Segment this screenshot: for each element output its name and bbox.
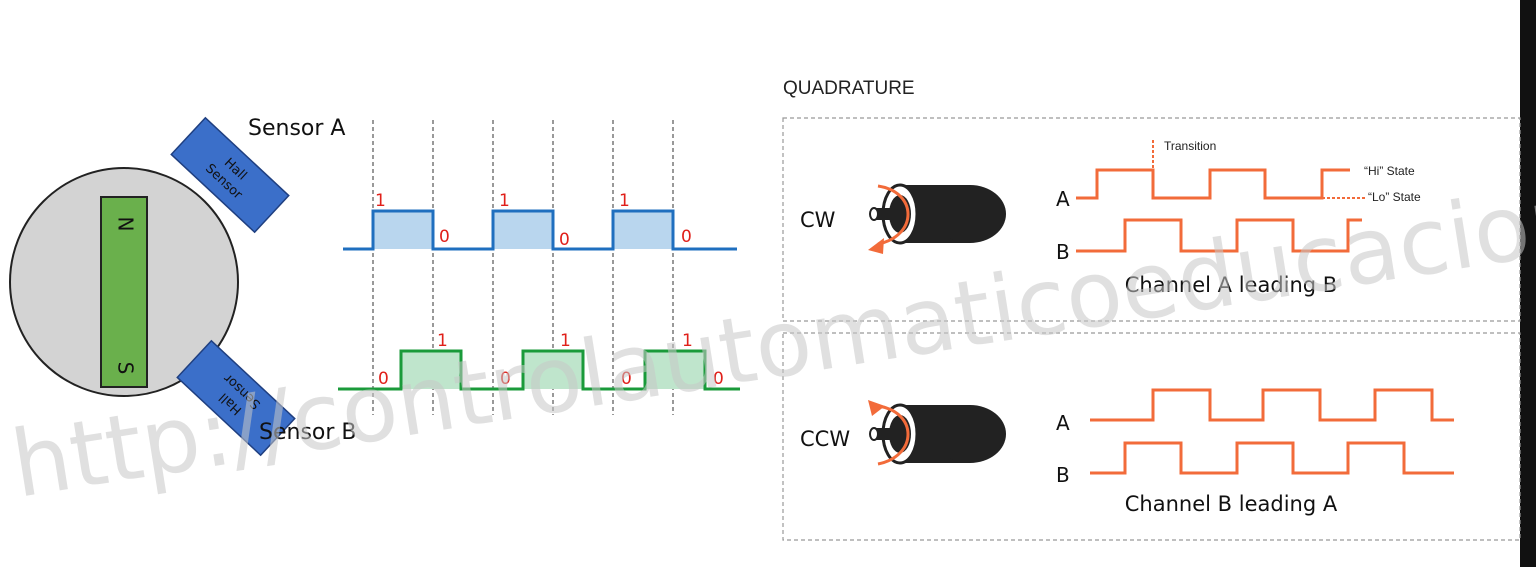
ccw-caption: Channel B leading A xyxy=(1125,492,1338,516)
ccw-wave-a xyxy=(1090,388,1454,422)
sensor-a-signal: 1 0 1 0 1 0 xyxy=(343,191,737,251)
sensor-b-label: Sensor B xyxy=(259,420,357,445)
hi-state-label: “Hi” State xyxy=(1364,164,1415,178)
sensor-b-signal: 0 1 0 1 0 1 0 xyxy=(338,331,740,391)
signal-a-level-6: 0 xyxy=(681,227,692,247)
cw-channel-b-label: B xyxy=(1056,240,1070,264)
hall-sensor-top: Hall Sensor xyxy=(170,116,290,234)
cw-channel-a-label: A xyxy=(1056,187,1070,211)
signal-b-level-4: 1 xyxy=(560,331,571,351)
signal-b-level-2: 1 xyxy=(437,331,448,351)
signal-a-level-1: 1 xyxy=(375,191,386,211)
signal-a-level-5: 1 xyxy=(619,191,630,211)
ccw-label: CCW xyxy=(800,427,850,451)
right-edge-bar xyxy=(1520,0,1536,567)
magnet-disc-assembly: N S xyxy=(9,167,239,397)
cw-wave-b xyxy=(1076,218,1362,253)
cw-panel: CW A B Transition “Hi” State “Lo” State … xyxy=(782,117,1521,322)
signal-a-level-4: 0 xyxy=(559,230,570,250)
ccw-panel: CCW A B Channel B leading A xyxy=(782,332,1521,541)
transition-label: Transition xyxy=(1164,139,1216,153)
sensor-a-label: Sensor A xyxy=(248,116,345,141)
magnet-north-label: N xyxy=(114,217,138,232)
bar-magnet xyxy=(100,196,148,388)
signal-b-level-1: 0 xyxy=(378,369,389,389)
quadrature-title: QUADRATURE xyxy=(783,78,915,99)
ccw-wave-b xyxy=(1090,441,1454,475)
signal-b-level-3: 0 xyxy=(500,369,511,389)
signal-b-level-7: 0 xyxy=(713,369,724,389)
cw-caption: Channel A leading B xyxy=(1125,273,1337,297)
signal-a-level-3: 1 xyxy=(499,191,510,211)
cw-wave-a xyxy=(1076,168,1350,200)
signal-b-level-5: 0 xyxy=(621,369,632,389)
signal-a-level-2: 0 xyxy=(439,227,450,247)
magnet-south-label: S xyxy=(114,362,138,375)
signal-b-level-6: 1 xyxy=(682,331,693,351)
ccw-encoder-motor-icon xyxy=(868,400,1006,466)
ccw-channel-b-label: B xyxy=(1056,463,1070,487)
cw-encoder-motor-icon xyxy=(868,183,1006,254)
cw-label: CW xyxy=(800,208,836,232)
ccw-channel-a-label: A xyxy=(1056,411,1070,435)
lo-state-label: “Lo” State xyxy=(1368,190,1421,204)
